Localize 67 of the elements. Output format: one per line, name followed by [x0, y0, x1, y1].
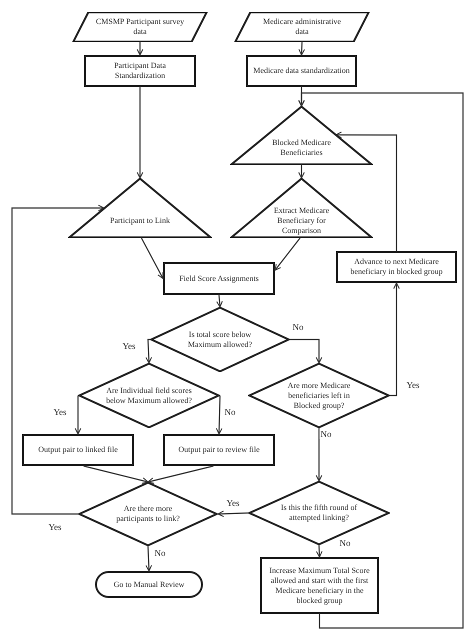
process-box — [84, 55, 196, 87]
merge-triangle — [68, 178, 212, 238]
node-text: Are more Medicare beneficiaries left in Blocked group? — [286, 380, 352, 410]
arrow — [290, 338, 322, 364]
terminal-pill — [95, 571, 203, 598]
decision-diamond — [78, 363, 220, 428]
arrow — [298, 92, 464, 629]
arrow — [298, 165, 305, 178]
arrow — [316, 544, 323, 558]
node-text: Is this the fifth round of attempted linking? — [280, 503, 358, 523]
node-text: Is total score below Maximum allowed? — [186, 330, 254, 350]
process-box — [246, 55, 357, 87]
arrow — [74, 396, 82, 434]
arrow — [335, 132, 398, 251]
edge-label: No — [338, 538, 352, 548]
edge-label: No — [320, 429, 332, 439]
node-text: Extract Medicare Beneficiary for Comparison — [272, 206, 330, 236]
arrow — [316, 428, 322, 482]
decision-diamond — [150, 307, 290, 372]
node-text: Go to Manual Review — [114, 580, 184, 590]
arrow — [218, 510, 248, 518]
node-text: Participant Data Standardization — [113, 61, 167, 81]
decision-diamond — [248, 363, 390, 428]
merge-triangle — [230, 106, 373, 165]
edge-label: No — [292, 322, 304, 332]
decision-diamond — [78, 482, 218, 546]
process-box — [163, 262, 275, 295]
edge-label: Yes — [121, 341, 137, 351]
node-text: Output pair to linked file — [38, 445, 118, 455]
arrow — [216, 395, 222, 434]
arrow — [11, 204, 104, 515]
node-text: Increase Maximum Total Score allowed and start with the first Medicare beneficiary in the blocked group — [268, 566, 371, 606]
merge-triangle — [230, 178, 373, 238]
node-text: Participant to Link — [110, 216, 170, 226]
data-parallelogram — [72, 12, 208, 42]
node-text: Field Score Assignments — [179, 274, 259, 284]
node-text: Medicare administrative data — [262, 17, 342, 37]
arrow — [298, 42, 305, 56]
node-text: Medicare data standardization — [253, 66, 350, 76]
data-parallelogram — [234, 12, 370, 42]
process-box — [163, 434, 275, 466]
decision-diamond — [248, 481, 390, 545]
node-text: Blocked Medicare Beneficiaries — [271, 138, 332, 158]
edge-label: No — [154, 548, 166, 558]
edge-label: Yes — [47, 522, 63, 532]
arrow — [148, 465, 214, 484]
arrow — [216, 294, 223, 308]
arrow — [146, 546, 152, 572]
arrow — [136, 87, 144, 178]
arrow — [83, 465, 148, 484]
edge-label: Yes — [52, 407, 68, 417]
arrow — [145, 338, 152, 364]
node-text: Are there more participants to link? — [115, 504, 181, 524]
process-box — [260, 557, 379, 614]
arrow — [274, 238, 301, 271]
node-text: Are Individual field scores below Maximum allowed? — [106, 386, 192, 406]
edge-label: Yes — [405, 380, 421, 390]
node-text: CMSMP Participant survey data — [94, 17, 186, 37]
process-box — [22, 434, 134, 466]
edge-label: No — [224, 407, 236, 417]
edge-label: Yes — [225, 498, 241, 508]
node-text: Advance to next Medicare beneficiary in blocked group — [349, 257, 444, 277]
process-box — [336, 251, 457, 283]
arrow — [390, 282, 400, 396]
arrow — [136, 42, 144, 56]
arrow — [140, 238, 164, 279]
node-text: Output pair to review file — [178, 445, 260, 455]
